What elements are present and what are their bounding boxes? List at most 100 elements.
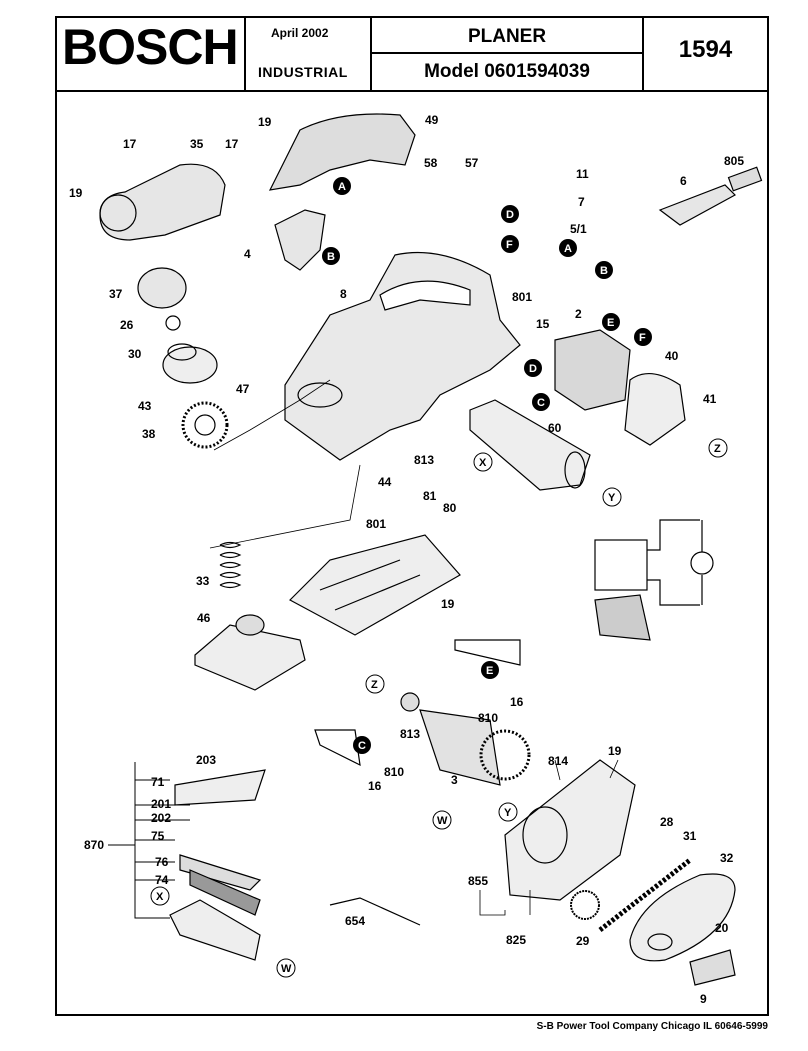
- part-number: 17: [225, 137, 239, 151]
- part-number: 71: [151, 775, 165, 789]
- part-number: 870: [84, 838, 104, 852]
- svg-text:A: A: [564, 243, 572, 255]
- part-number: 4: [244, 247, 251, 261]
- tool-name: PLANER: [467, 26, 547, 47]
- callout-badge: D: [524, 359, 542, 377]
- part-number: 75: [151, 829, 165, 843]
- callout-badge: Y: [498, 802, 518, 822]
- drawing-number: 1594: [678, 36, 733, 63]
- callout-badge: W: [276, 958, 296, 978]
- svg-text:F: F: [506, 239, 513, 251]
- part-number: 16: [510, 695, 524, 709]
- part-number: 855: [468, 874, 488, 888]
- division-label: INDUSTRIAL: [258, 64, 348, 80]
- part-number: 203: [196, 753, 216, 767]
- part-number: 19: [69, 186, 83, 200]
- callout-badge: C: [353, 736, 371, 754]
- brand-logo: BOSCH: [62, 19, 239, 75]
- part-number: 81: [423, 489, 437, 503]
- part-number: 60: [548, 421, 562, 435]
- callout-badge: F: [634, 328, 652, 346]
- callout-badge: B: [595, 261, 613, 279]
- callout-badge: X: [473, 452, 493, 472]
- part-number: 7: [578, 195, 585, 209]
- title-divider: [370, 52, 642, 54]
- part-number: 76: [155, 855, 169, 869]
- part-number: 33: [196, 574, 210, 588]
- date-label: April 2002: [271, 26, 329, 40]
- part-number: 201: [151, 797, 171, 811]
- svg-text:A: A: [338, 181, 346, 193]
- title-block: [55, 16, 769, 92]
- callout-badge: C: [532, 393, 550, 411]
- part-number: 38: [142, 427, 156, 441]
- part-number: 31: [683, 829, 697, 843]
- part-number: 19: [608, 744, 622, 758]
- callout-badge: Y: [602, 487, 622, 507]
- callout-letters: A D F B A B E F D C X Y Z E Z C W Y X W: [150, 177, 728, 978]
- svg-text:Z: Z: [371, 679, 378, 691]
- svg-text:F: F: [639, 332, 646, 344]
- part-number: 40: [665, 349, 679, 363]
- callout-badge: D: [501, 205, 519, 223]
- title-divider: [370, 16, 372, 92]
- svg-text:C: C: [537, 397, 545, 409]
- svg-text:C: C: [358, 740, 366, 752]
- callout-badge: W: [432, 810, 452, 830]
- svg-text:W: W: [437, 815, 448, 827]
- part-number: 19: [258, 115, 272, 129]
- part-number: 58: [424, 156, 438, 170]
- part-number: 15: [536, 317, 550, 331]
- title-divider: [244, 16, 246, 92]
- part-number: 8: [340, 287, 347, 301]
- svg-text:Y: Y: [504, 807, 512, 819]
- part-number: 47: [236, 382, 250, 396]
- part-number: 801: [512, 290, 532, 304]
- svg-text:Y: Y: [608, 492, 616, 504]
- callout-badge: E: [602, 313, 620, 331]
- model-number: Model 0601594039: [424, 61, 590, 82]
- part-number: 74: [155, 873, 169, 887]
- svg-text:D: D: [506, 209, 514, 221]
- part-number: 654: [345, 914, 365, 928]
- callout-badge: B: [322, 247, 340, 265]
- part-number: 30: [128, 347, 142, 361]
- part-number: 44: [378, 475, 392, 489]
- callout-badge: X: [150, 886, 170, 906]
- part-number: 17: [123, 137, 137, 151]
- part-number: 57: [465, 156, 479, 170]
- part-number: 28: [660, 815, 674, 829]
- svg-text:B: B: [327, 251, 335, 263]
- part-number: 35: [190, 137, 204, 151]
- part-number: 43: [138, 399, 152, 413]
- svg-text:X: X: [156, 891, 164, 903]
- part-number: 11: [576, 167, 589, 181]
- svg-text:E: E: [607, 317, 614, 329]
- part-number: 801: [366, 517, 386, 531]
- part-number: 32: [720, 851, 734, 865]
- part-number: 5/1: [570, 222, 587, 236]
- part-number: 20: [715, 921, 729, 935]
- callout-badge: Z: [365, 674, 385, 694]
- part-number: 6: [680, 174, 687, 188]
- footer-company: S-B Power Tool Company Chicago IL 60646-…: [536, 1021, 768, 1032]
- callout-badge: A: [559, 239, 577, 257]
- part-number: 810: [478, 711, 498, 725]
- part-number: 29: [576, 934, 590, 948]
- svg-text:D: D: [529, 363, 537, 375]
- part-number: 19: [441, 597, 455, 611]
- callout-badge: E: [481, 661, 499, 679]
- part-number: 810: [384, 765, 404, 779]
- part-numbers: 19 4 9 17 35 17 58 57 19 11 805 7 6 5/1 4…: [69, 113, 744, 1006]
- part-number: 37: [109, 287, 123, 301]
- part-number: 46: [197, 611, 211, 625]
- part-number: 813: [400, 727, 420, 741]
- part-number: 805: [724, 154, 744, 168]
- part-number: 9: [700, 992, 707, 1006]
- title-divider: [642, 16, 644, 92]
- callout-badge: F: [501, 235, 519, 253]
- part-number: 16: [368, 779, 382, 793]
- svg-text:B: B: [600, 265, 608, 277]
- svg-text:X: X: [479, 457, 487, 469]
